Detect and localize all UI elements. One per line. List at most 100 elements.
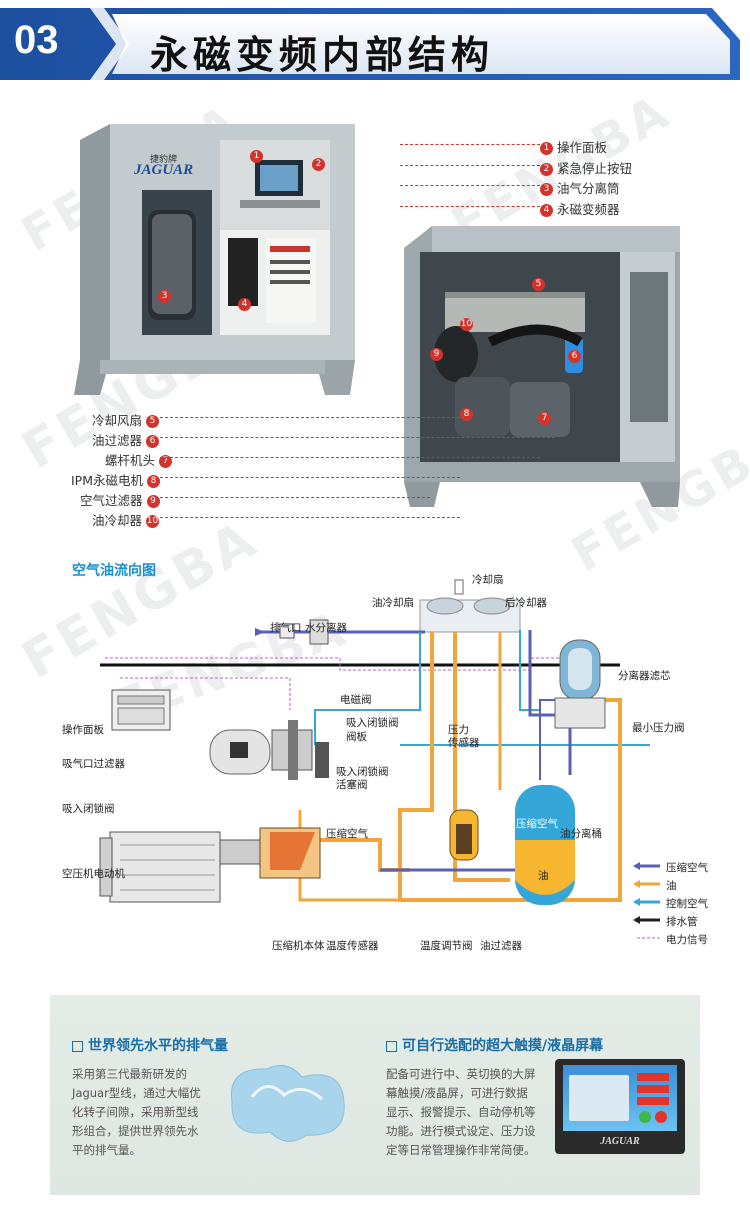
leader-line [160,497,430,498]
label-number: 3 [540,183,553,196]
diagram-label-intake-lock-valve: 吸入闭锁阀 [62,803,115,815]
leader-line [160,437,555,438]
label-text: 紧急停止按钮 [556,161,632,176]
diagram-label-temp-sensor: 温度传感器 [326,940,379,952]
page-header: 03 永磁变频内部结构 [0,0,750,86]
diagram-label-water-separator: 水分离器 [305,622,347,634]
leader-line [160,417,460,418]
label-number: 5 [146,415,159,428]
diagram-label-pressure-sensor-1: 压力 [448,724,469,736]
leader-line [400,185,540,186]
marker-4: 4 [238,298,251,311]
label-number: 4 [540,204,553,217]
feature-title-exhaust: 世界领先水平的排气量 [72,1035,228,1055]
feature-line: 配备可进行中、英切换的大屏 [386,1067,536,1081]
marker-10: 10 [460,318,473,331]
screen-button [637,1073,669,1081]
legend-compressed-air: 压缩空气 [666,862,708,874]
flow-diagram [99,579,660,939]
diagram-label-compressed-air: 压缩空气 [326,828,368,840]
marker-3: 3 [158,290,171,303]
marker-9: 9 [430,348,443,361]
compressor-interior-photo: 5 6 7 8 9 10 [400,222,688,512]
label-text: IPM永磁电机 [71,473,144,488]
marker-2: 2 [312,158,325,171]
diagram-label-intake-piston-2: 活塞阀 [336,779,368,791]
label-number: 6 [146,435,159,448]
component-label-6: 油过滤器 6 [92,430,159,449]
component-label-2: 2 紧急停止按钮 [540,158,632,177]
diagram-label-oil-filter: 油过滤器 [480,940,522,952]
diagram-label-intake-valve: 吸入闭锁阀 [346,717,399,729]
screen-button [637,1085,669,1093]
label-number: 9 [146,495,160,508]
label-text: 空气过滤器 [80,493,143,508]
feature-panel: 世界领先水平的排气量 采用第三代最新研发的 Jaguar型线，通过大幅优 化转子… [50,995,700,1195]
diagram-label-after-cooler: 后冷却器 [505,597,547,609]
checkbox-icon [386,1040,397,1052]
leader-line [400,165,540,166]
label-text: 操作面板 [556,140,607,155]
feature-line: 平的排气量。 [72,1143,141,1157]
leader-line [400,206,540,207]
label-number: 10 [146,515,159,528]
component-label-1: 1 操作面板 [540,137,607,156]
page-title: 永磁变频内部结构 [150,32,495,77]
feature-line: 化转子间隙，采用新型线 [72,1105,199,1119]
marker-7: 7 [538,412,551,425]
feature-title-screen: 可自行选配的超大触摸/液晶屏幕 [386,1035,603,1055]
label-number: 8 [147,475,160,488]
label-text: 油过滤器 [92,433,143,448]
compressor-front-photo: 捷豹牌 JAGUAR 1 2 3 4 [70,120,360,405]
diagram-label-motor: 空压机电动机 [62,868,125,880]
rotor-illustration [230,1064,345,1142]
feature-title-text: 世界领先水平的排气量 [88,1038,228,1054]
header-banner [0,0,750,86]
feature-body-screen: 配备可进行中、英切换的大屏 幕触摸/液晶屏，可进行数据 显示、报警提示、自动停机… [386,1065,536,1160]
legend-control-air: 控制空气 [666,898,708,910]
feature-line: 定等日常管理操作非常简便。 [386,1143,536,1157]
legend-electric-signal: 电力信号 [666,934,708,946]
diagram-label-oil-separator-tank: 油分离桶 [560,828,602,840]
diagram-label-oil-cooler-fan: 油冷却扇 [372,597,414,609]
component-label-5: 冷却风扇 5 [92,410,159,429]
screen-button [637,1097,669,1105]
feature-line: 显示、报警提示、自动停机等 [386,1105,536,1119]
legend-oil: 油 [666,880,677,892]
label-number: 1 [540,142,553,155]
marker-1: 1 [250,150,263,163]
feature-line: 采用第三代最新研发的 [72,1067,187,1081]
diagram-label-intake-filter: 吸气口过滤器 [62,758,125,770]
diagram-title: 空气油流向图 [72,563,156,579]
leader-line [160,457,540,458]
brand-logo-cn: 捷豹牌 [150,155,178,165]
diagram-label-pressure-sensor-2: 传感器 [448,737,480,749]
legend-drain: 排水管 [666,916,698,928]
screen-display [563,1065,677,1131]
screen-diagram [569,1075,629,1121]
feature-line: 形组合，提供世界领先水 [72,1124,199,1138]
power-icon [639,1111,651,1123]
diagram-label-tank-air: 压缩空气 [516,818,558,830]
component-label-9: 空气过滤器 9 [80,490,160,509]
leader-line [160,517,460,518]
feature-line: Jaguar型线，通过大幅优 [72,1086,201,1100]
label-text: 冷却风扇 [92,413,143,428]
leader-line [400,144,540,145]
label-number: 2 [540,163,553,176]
diagram-label-control-panel: 操作面板 [62,724,104,736]
checkbox-icon [72,1040,83,1052]
label-text: 油冷却器 [92,513,143,528]
feature-title-text: 可自行选配的超大触摸/液晶屏幕 [402,1038,604,1054]
touch-screen-device: JAGUAR [555,1059,685,1154]
diagram-label-compressor-body: 压缩机本体 [272,940,325,952]
diagram-label-temp-valve: 温度调节阀 [420,940,473,952]
marker-5: 5 [532,278,545,291]
component-label-7: 螺杆机头 7 [105,450,172,469]
diagram-label-cooling-fan: 冷却扇 [472,574,504,586]
component-label-3: 3 油气分离筒 [540,178,620,197]
label-text: 永磁变频器 [556,202,620,217]
leader-line [160,477,460,478]
label-text: 油气分离筒 [556,181,620,196]
section-number: 03 [14,18,59,62]
